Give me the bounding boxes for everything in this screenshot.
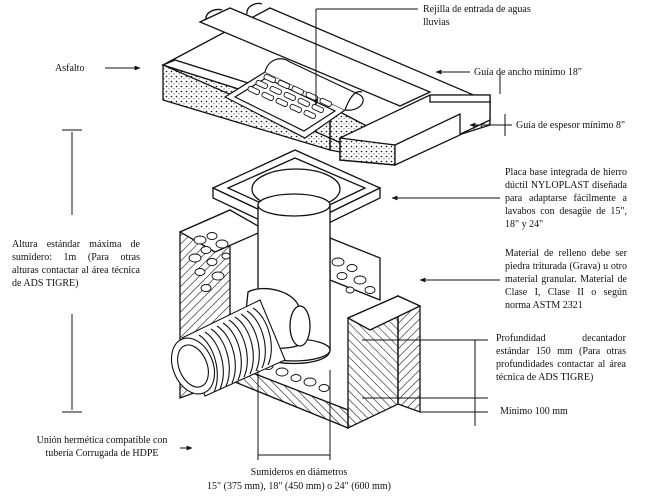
label-max-height: Altura estándar máxima de sumidero: 1m (… <box>12 239 140 289</box>
label-diameters-values: 15" (375 mm), 18" (450 mm) o 24" (600 mm… <box>207 481 391 492</box>
label-sump-depth: Profundidad decantador estándar 150 mm (… <box>496 333 626 383</box>
label-grate: Rejilla de entrada de aguas lluvias <box>423 4 531 28</box>
label-diameters-title: Sumideros en diámetros <box>250 467 348 478</box>
gravel-stones <box>188 232 376 392</box>
grate-slots <box>247 73 333 120</box>
label-width-guide: Guía de ancho mínimo 18" <box>474 67 582 78</box>
corrugated-pipe <box>170 299 286 397</box>
label-thickness-guide: Guía de espesor mínimo 8" <box>516 120 626 131</box>
label-hermetic-joint: Unión hermética compatible con tubería C… <box>36 435 168 459</box>
label-fill-material: Material de relleno debe ser piedra trit… <box>505 248 627 311</box>
label-asphalt: Asfalto <box>55 63 85 74</box>
label-min-100: Mínimo 100 mm <box>500 406 568 417</box>
label-base-plate: Placa base integrada de hierro dúctil NY… <box>505 167 627 230</box>
leader-lines <box>62 8 512 460</box>
